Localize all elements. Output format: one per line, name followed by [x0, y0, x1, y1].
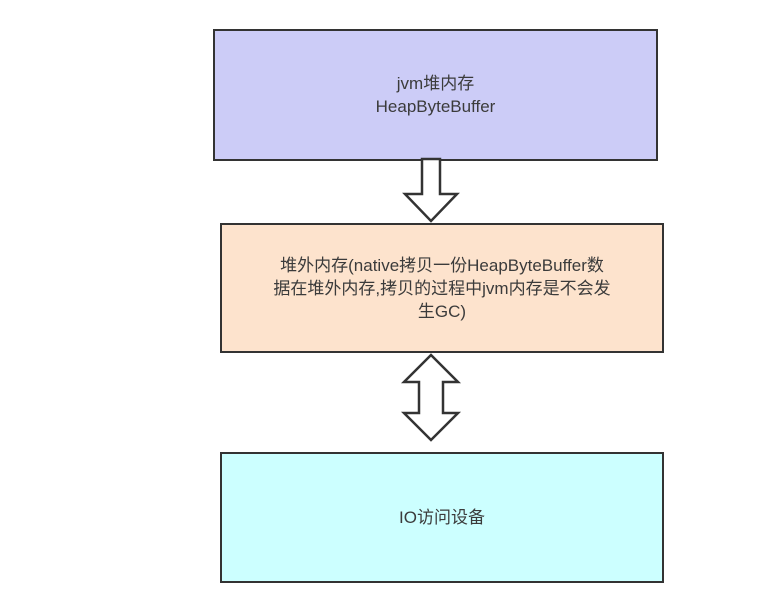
node-jvm-heap-line-2: HeapByteBuffer: [375, 97, 496, 116]
node-off-heap-line-2: 据在堆外内存,拷贝的过程中jvm内存是不会发: [273, 278, 611, 298]
node-jvm-heap-text: jvm堆内存 HeapByteBuffer: [376, 72, 496, 118]
node-off-heap: 堆外内存(native拷贝一份HeapByteBuffer数 据在堆外内存,拷贝…: [220, 223, 664, 353]
double-vertical-arrow-shape: [400, 353, 462, 442]
down-arrow-shape: [402, 157, 460, 223]
node-jvm-heap: jvm堆内存 HeapByteBuffer: [213, 29, 658, 161]
node-off-heap-line-3: 生GC): [417, 301, 467, 321]
node-off-heap-text: 堆外内存(native拷贝一份HeapByteBuffer数 据在堆外内存,拷贝…: [273, 254, 610, 323]
node-io-device-line-1: IO访问设备: [399, 508, 485, 527]
node-jvm-heap-line-1: jvm堆内存: [396, 74, 475, 93]
double-vertical-arrow-icon: [400, 353, 462, 442]
node-io-device: IO访问设备: [220, 452, 664, 583]
node-off-heap-line-1: 堆外内存(native拷贝一份HeapByteBuffer数: [280, 255, 604, 275]
down-arrow-icon: [402, 157, 460, 223]
node-io-device-text: IO访问设备: [399, 506, 485, 529]
